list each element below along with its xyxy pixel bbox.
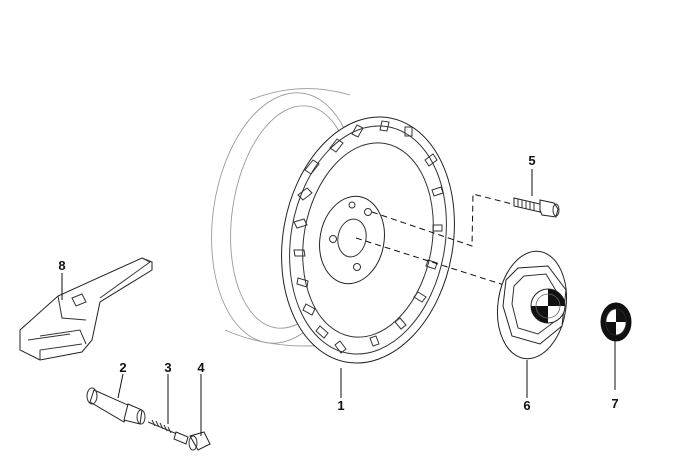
part-label-7: 7 — [611, 396, 618, 411]
part-label-1: 1 — [337, 398, 344, 413]
part-label-5: 5 — [528, 153, 535, 168]
part-label-2: 2 — [119, 360, 126, 375]
tire-valve-icon — [86, 387, 146, 425]
leader-lines — [61, 169, 616, 436]
wheel-bolt-icon — [513, 197, 560, 218]
hub-cap-icon — [497, 250, 567, 360]
part-label-4: 4 — [197, 360, 205, 375]
wheel-rim-icon — [211, 88, 455, 364]
assembly-lines — [355, 193, 521, 291]
part-labels: 1 2 3 4 5 6 7 8 — [58, 153, 618, 413]
part-label-6: 6 — [523, 398, 530, 413]
valve-core-icon — [147, 419, 189, 445]
valve-cap-icon — [188, 431, 211, 451]
part-label-3: 3 — [164, 360, 171, 375]
emblem-icon — [600, 302, 632, 342]
bolt-lock-tool-icon — [19, 257, 153, 361]
part-label-8: 8 — [58, 258, 65, 273]
